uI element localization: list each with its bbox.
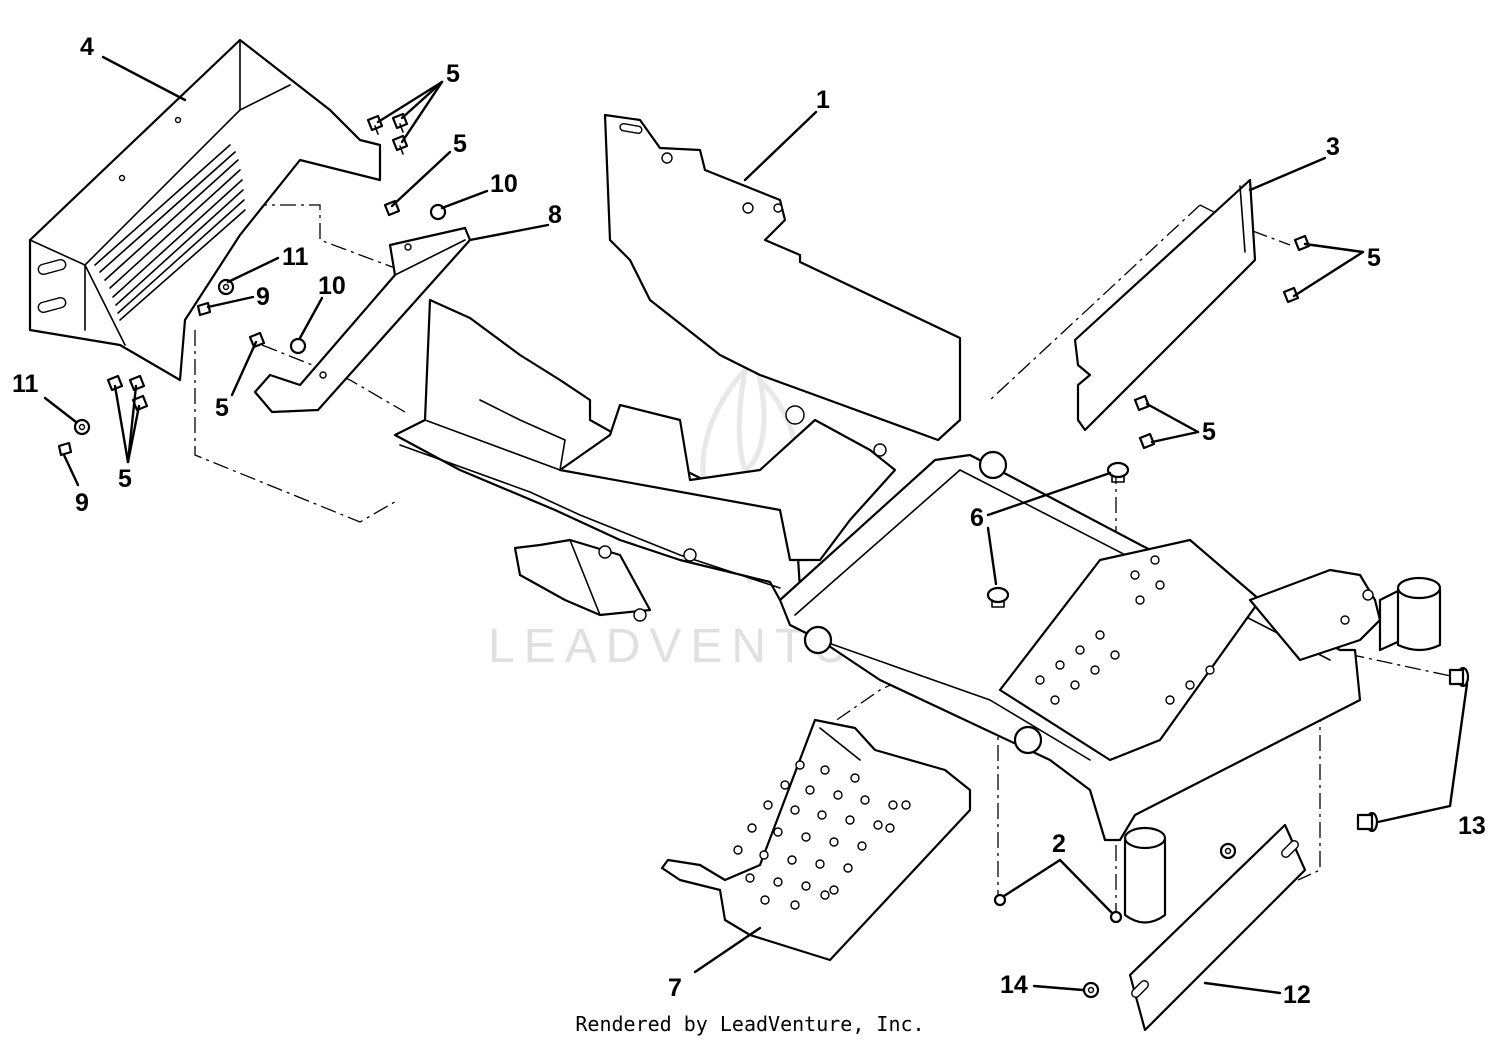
- part-12-plate: [1128, 823, 1307, 1032]
- callout-11-lower: 11: [12, 370, 39, 398]
- leader-lines: [43, 55, 1469, 995]
- screw-9-upper: [196, 301, 212, 317]
- callout-8: 8: [548, 201, 562, 229]
- callout-labels: 4 1 3 8 5 5 10 11 9 10 5 11 5 9 5 5 6 2 …: [12, 33, 1486, 1009]
- callout-4: 4: [80, 33, 94, 61]
- footrest-holes: [733, 760, 911, 910]
- bolt-5-upper: [383, 199, 401, 217]
- callout-14: 14: [1000, 971, 1028, 999]
- callout-3: 3: [1326, 133, 1340, 161]
- callout-5-upper: 5: [453, 130, 467, 158]
- bolt-5-top-group: [366, 112, 409, 155]
- callout-13: 13: [1458, 812, 1486, 840]
- part-3-front-plate: [1073, 178, 1257, 432]
- callout-10-upper: 10: [490, 170, 518, 198]
- callout-5-right-upper: 5: [1367, 244, 1381, 272]
- callout-12: 12: [1283, 981, 1311, 1009]
- callout-9-lower: 9: [75, 489, 89, 517]
- plug-6-upper: [1106, 461, 1130, 483]
- part-1-main-frame: [393, 113, 1442, 924]
- hardware: [57, 112, 1470, 999]
- bolt-5-right-upper: [1282, 234, 1311, 304]
- plug-6-lower: [986, 586, 1010, 608]
- part-8-bracket: [253, 226, 472, 414]
- nut-10-lower: [289, 337, 307, 355]
- callout-6: 6: [970, 504, 984, 532]
- grille-slots: [94, 144, 246, 321]
- nut-2-right: [1109, 910, 1123, 924]
- callout-5-right-lower: 5: [1202, 418, 1216, 446]
- step-plate-holes: [1035, 555, 1215, 705]
- bolt-5-right-lower: [1133, 394, 1156, 450]
- washer-11-lower: [73, 418, 91, 436]
- nut-14: [1082, 981, 1100, 999]
- part-4-rear-cover: [28, 38, 382, 382]
- pin-13-upper: [1448, 666, 1470, 688]
- rendered-by-credit: Rendered by LeadVenture, Inc.: [575, 1012, 925, 1036]
- part-7-footrest: [660, 718, 972, 962]
- callout-5-left: 5: [118, 465, 132, 493]
- callout-5-mid: 5: [215, 394, 229, 422]
- screw-9-lower: [57, 441, 73, 457]
- callout-10-lower: 10: [318, 272, 346, 300]
- bolt-5-mid: [248, 331, 266, 349]
- pin-13-lower: [1356, 811, 1379, 833]
- callout-9-upper: 9: [256, 283, 270, 311]
- callout-5-top: 5: [446, 60, 460, 88]
- washer-11-upper: [217, 278, 235, 296]
- nut-12-mount: [1219, 842, 1237, 860]
- callout-11-upper: 11: [282, 243, 309, 271]
- callout-7: 7: [668, 974, 682, 1002]
- nut-2-left: [993, 893, 1007, 907]
- bolt-5-left-group: [106, 374, 149, 412]
- callout-1: 1: [816, 86, 830, 114]
- callout-2: 2: [1052, 830, 1066, 858]
